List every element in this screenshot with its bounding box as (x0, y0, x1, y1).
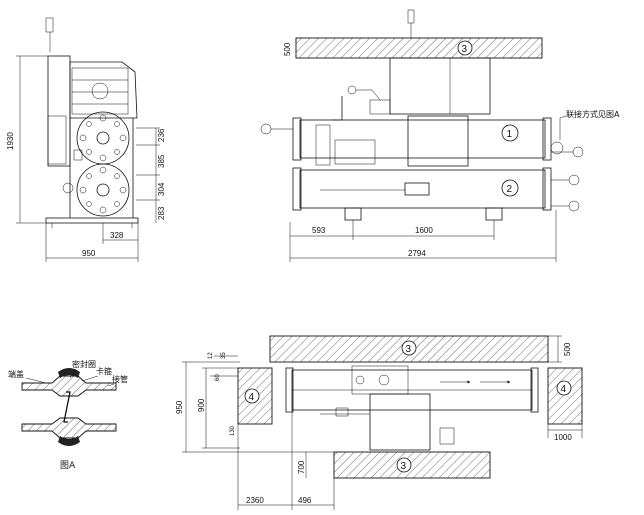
wall-4-right (547, 367, 583, 425)
wall-3-top (295, 37, 543, 59)
plan-control-box (369, 393, 431, 451)
dim-236: 236 (157, 128, 166, 142)
dim-total-height: 1930 (6, 132, 15, 150)
dim-small-2: 60 (215, 374, 221, 381)
detail-a-upper-flange (21, 375, 117, 397)
dim-small-1: 12 (208, 352, 214, 359)
dim-328: 328 (110, 231, 124, 240)
dim-385: 385 (157, 154, 166, 168)
dim-small-3: 130 (230, 425, 236, 436)
dim-496: 496 (298, 496, 312, 505)
callout-3-top: 3 (462, 44, 468, 55)
control-box (407, 115, 469, 167)
front-view: 1930 236 385 304 283 328 950 (6, 17, 166, 262)
detail-a: 端盖 密封圈 卡箍 接管 图A (8, 359, 128, 471)
dim-2794: 2794 (408, 249, 426, 258)
evaporator-shell (299, 119, 546, 159)
connection-note: 联接方式见图A (566, 109, 620, 119)
dim-900-plan: 900 (197, 398, 206, 412)
dim-950: 950 (82, 249, 96, 258)
condenser-end-view (76, 163, 130, 217)
callout-3-plan-bottom: 3 (401, 461, 407, 472)
compressor-box (389, 57, 491, 115)
condenser-shell (299, 169, 546, 209)
label-seal-ring: 密封圈 (72, 359, 96, 369)
dim-wall-top-500: 500 (563, 342, 572, 356)
dim-950-plan: 950 (175, 400, 184, 414)
callout-4-right: 4 (561, 384, 567, 395)
front-base (45, 217, 139, 224)
dim-700: 700 (297, 460, 306, 474)
dim-wall-right-1000: 1000 (554, 433, 572, 442)
callout-1: 1 (507, 129, 513, 140)
detail-a-title: 图A (60, 460, 76, 471)
callout-2: 2 (507, 184, 513, 195)
dim-283: 283 (157, 206, 166, 220)
wall-3-plan-bottom (333, 451, 491, 479)
callout-3-plan-top: 3 (406, 344, 412, 355)
dim-304: 304 (157, 182, 166, 196)
callout-4-left: 4 (249, 392, 255, 403)
label-pipe-end: 端盖 (8, 369, 24, 379)
dim-small-4: 35 (221, 352, 227, 359)
dim-1600: 1600 (415, 226, 433, 235)
side-view: 3 500 1 2 (260, 9, 620, 262)
label-clamp: 卡箍 (96, 366, 112, 376)
dim-2360: 2360 (246, 496, 264, 505)
detail-a-lower-flange (21, 417, 117, 439)
front-panel (47, 55, 71, 167)
compressor-block (69, 61, 138, 119)
evaporator-end-view (76, 111, 130, 165)
plan-view: 3 500 3 4 4 1000 (175, 335, 583, 510)
label-pipe: 接管 (112, 374, 128, 384)
dim-wall-500: 500 (283, 42, 292, 56)
dim-593: 593 (312, 226, 326, 235)
front-view-tag (45, 17, 54, 33)
wall-3-plan-top (269, 335, 549, 363)
